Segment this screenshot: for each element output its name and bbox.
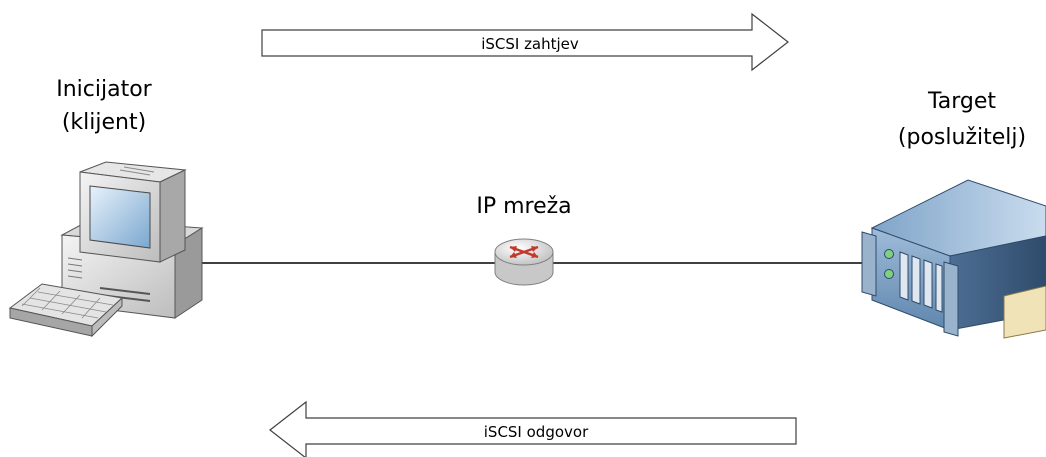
response-label: iSCSI odgovor [484, 423, 589, 441]
request-arrow: iSCSI zahtjev [261, 12, 789, 72]
response-arrow: iSCSI odgovor [269, 400, 797, 457]
initiator-label-line1: Inicijator [56, 77, 152, 102]
target-label-line1: Target [927, 89, 996, 114]
computer-icon [8, 161, 204, 338]
server-icon [861, 179, 1046, 339]
network-label: IP mreža [476, 194, 571, 219]
request-label: iSCSI zahtjev [481, 35, 579, 53]
initiator-label-line2: (klijent) [62, 110, 146, 135]
target-label-line2: (poslužitelj) [898, 125, 1026, 150]
router-icon [494, 238, 554, 286]
